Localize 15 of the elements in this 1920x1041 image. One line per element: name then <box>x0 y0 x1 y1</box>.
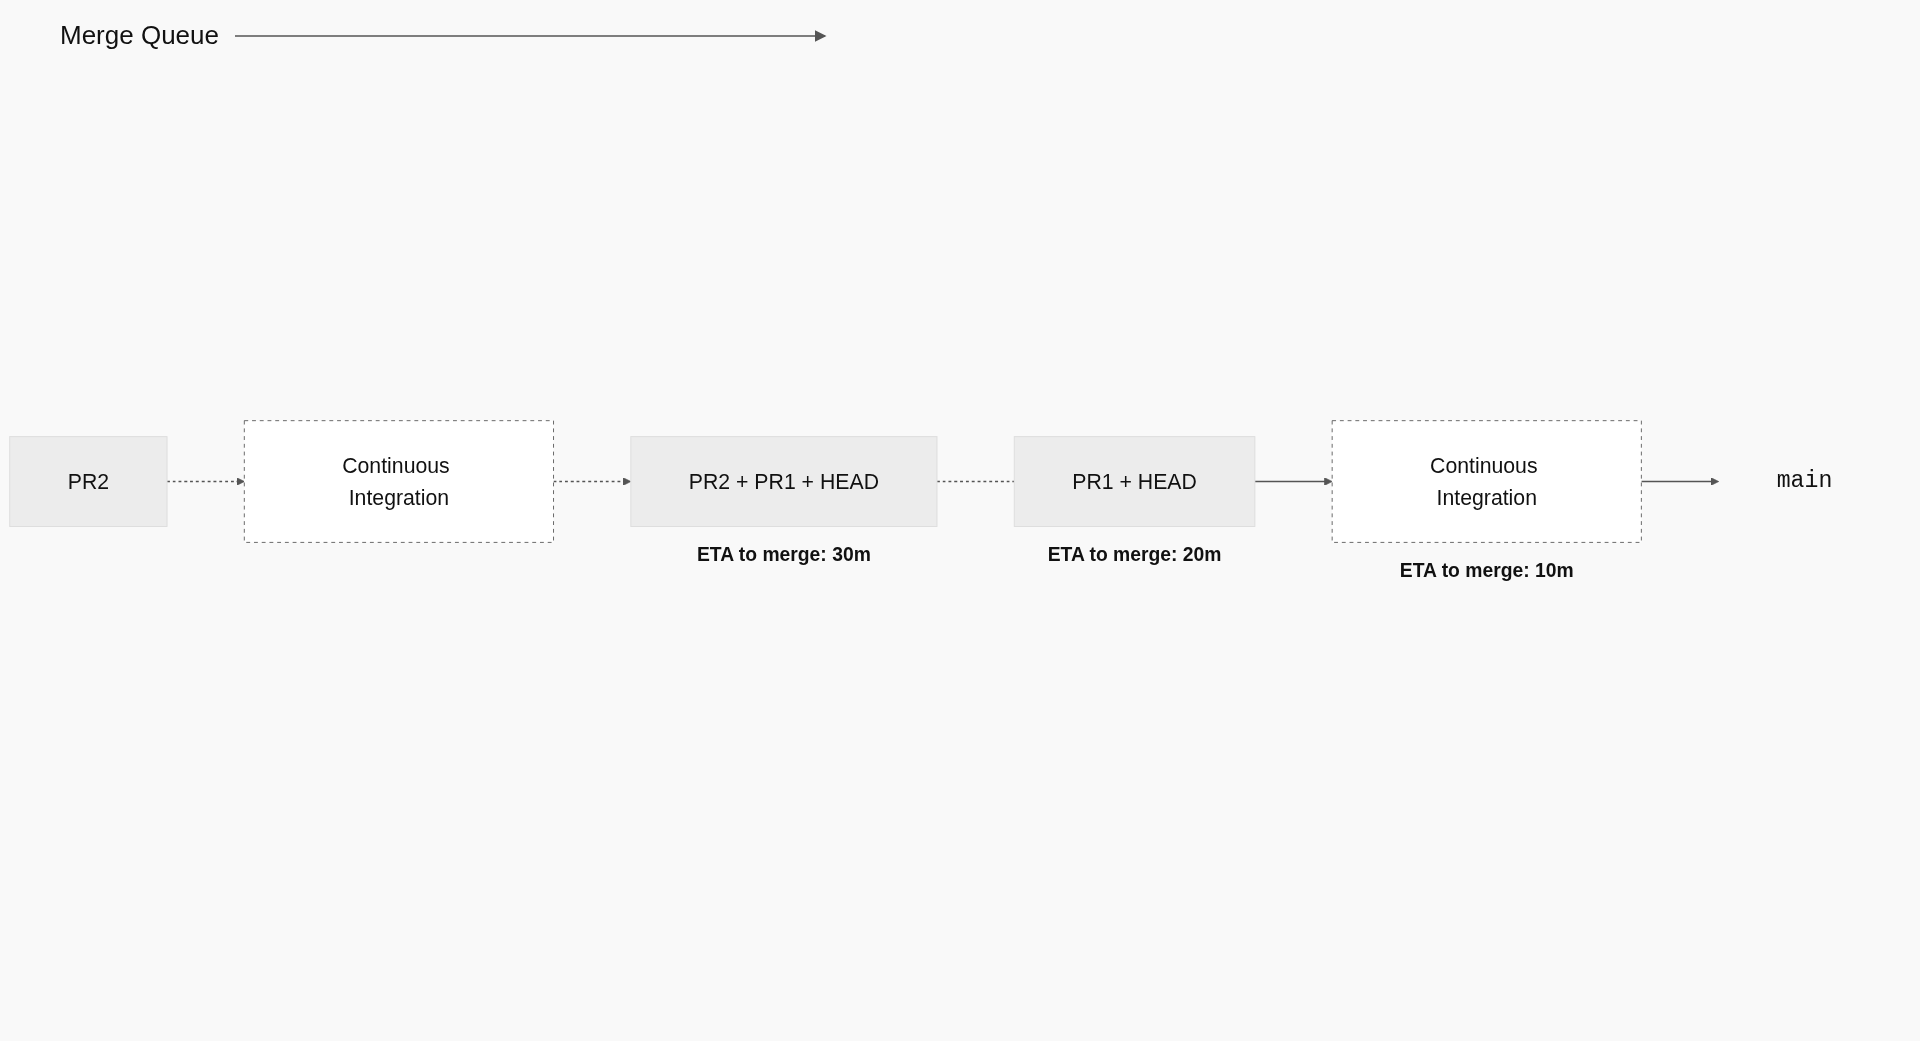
eta-caption: ETA to merge: 30m <box>696 544 871 566</box>
node-box: PR2 + PR1 + HEAD <box>630 436 938 528</box>
node-box: Continuous Integration <box>243 420 554 543</box>
connector <box>936 480 1015 483</box>
arrow <box>1640 477 1720 486</box>
node-box: PR1 + HEAD <box>1013 436 1256 528</box>
arrow-label: Merge Queue <box>60 20 219 50</box>
node-text: main <box>1776 468 1833 495</box>
arrow <box>552 477 632 486</box>
eta-caption: ETA to merge: 20m <box>1047 544 1222 566</box>
node-box: Continuous Integration <box>1331 420 1642 543</box>
arrow <box>166 477 245 486</box>
node-box: PR2 <box>9 436 168 528</box>
arrow <box>1254 477 1333 486</box>
eta-caption: ETA to merge: 10m <box>1399 560 1574 582</box>
